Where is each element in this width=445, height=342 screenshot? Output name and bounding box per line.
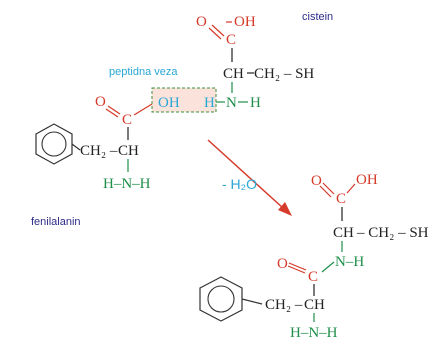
- phe-alpha-carbon: CH: [118, 143, 139, 159]
- prod-amide-nh: N–H: [335, 254, 364, 270]
- label-water-loss: - H₂O: [222, 176, 257, 192]
- cys-hydroxyl: OH: [234, 14, 256, 30]
- cys-side-chain: CH₂ – SH: [254, 66, 314, 82]
- phe-amine: H–N–H: [103, 176, 151, 192]
- phe-benzene-ring-icon: [35, 123, 81, 165]
- label-cysteine: cistein: [302, 11, 333, 23]
- prod-hydroxyl: OH: [356, 172, 378, 188]
- cys-nitrogen: N: [226, 95, 237, 111]
- phe-ch2: CH₂ –: [80, 143, 118, 159]
- cysteine-molecule: O OH C CH CH₂ – SH N H: [196, 14, 314, 111]
- phenylalanine-molecule: O C OH CH₂ – CH H–N–H: [35, 94, 180, 192]
- cys-amine-h-right: H: [250, 95, 261, 111]
- peptide-bond-highlight: [151, 87, 217, 113]
- prod-ch2: CH₂ –: [265, 297, 303, 313]
- prod-side-chain: – CH₂ – SH: [356, 225, 429, 241]
- prod-mid-oxygen: O: [277, 256, 288, 272]
- phe-carbonyl-carbon: C: [122, 112, 132, 128]
- prod-cys-alpha: CH: [333, 225, 354, 241]
- label-phenylalanine: fenilalanin: [31, 216, 81, 228]
- phe-hydroxyl: OH: [158, 95, 180, 111]
- reaction-arrow: [207, 139, 292, 216]
- prod-phe-alpha: CH: [304, 297, 325, 313]
- cys-alpha-carbon: CH: [223, 66, 244, 82]
- phe-oxygen: O: [95, 94, 106, 110]
- prod-mid-carbon: C: [308, 269, 318, 285]
- label-peptide-bond: peptidna veza: [109, 66, 178, 78]
- cys-amine-h-left: H: [204, 95, 215, 111]
- prod-top-carbon: C: [336, 191, 346, 207]
- cys-oxygen: O: [196, 14, 207, 30]
- cys-carbonyl-carbon: C: [226, 32, 236, 48]
- prod-benzene-ring-icon: [199, 276, 263, 322]
- dipeptide-product: O C OH CH – CH₂ – SH N–H O C CH₂ – CH H–…: [199, 172, 429, 341]
- prod-top-oxygen: O: [311, 173, 322, 189]
- prod-amine: H–N–H: [290, 325, 338, 341]
